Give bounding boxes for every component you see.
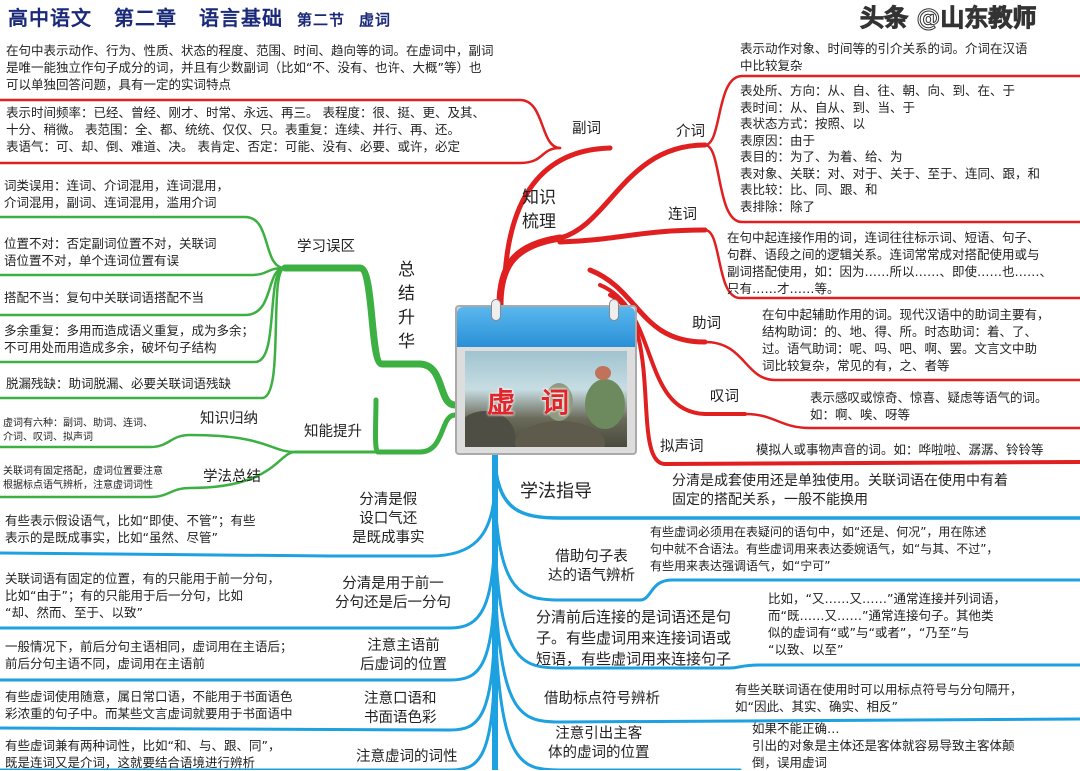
preposition-detail: 表处所、方向：从、自、往、朝、向、到、在、于 表时间：从、自从、到、当、于 表状… [740,83,1041,214]
node-onomatopoeia: 拟声词 [660,439,704,455]
mistake-item: 位置不对：否定副词位置不对，关联词 语位置不对，单个连词位置有误 [4,236,217,268]
guidance-right-line [493,463,1080,520]
conjunction-branch [557,227,708,245]
guidance-left-label: 注意虚词的词性 [356,749,458,765]
calendar-icon [457,307,635,347]
stone [515,421,605,447]
stone [545,383,573,421]
stone [585,379,625,429]
interjection-branch [598,283,747,416]
title-topic: 语言基础 [199,6,283,30]
mistake-item: 搭配不当：复句中关联词语搭配不当 [4,290,205,305]
guidance-right-text: 比如，“又……又……”通常连接并列词语， 而“既……又……”通常连接句子。其他类… [768,591,1006,657]
center-label: 虚词 [487,386,596,419]
mistake-line [0,215,287,270]
node-summary: 总 结 升 华 [398,260,415,352]
conjunction-line [703,228,1080,300]
guidance-right-label: 借助句子表 达的语气辨析 [548,549,635,584]
interjection-definition: 表示感叹或惊奇、惊喜、疑虑等语气的词。 如：啊、唉、呀等 [810,390,1048,422]
auxiliary-line [703,340,1080,382]
ability-trunk [373,397,458,455]
guidance-right-label: 分清前后连接的是词语还是句 子。有些虚词用来连接词语或 短语，有些虚词用来连接句… [536,608,732,668]
guidance-right-line [493,578,1080,724]
mistake-item: 词类误用：连词、介词混用，连词混用， 介词混用，副词、连词混用，滥用介词 [4,178,230,210]
guidance-right-text: 有些虚词必须用在表疑问的语句中，如“还是、何况”，用在陈述 句中就不合语法。有些… [650,525,999,573]
guidance-left-text: 有些表示假设语气，比如“即使、不管”；有些 表示的是既成事实，比如“虽然、尽管” [5,513,256,545]
auxiliary-branch [587,267,708,345]
guidance-right-text: 分清是成套使用还是单独使用。关联词语在使用中有着 固定的搭配关系，一般不能换用 [672,473,1008,508]
guidance-left-label: 分清是假 设口气还 是既成事实 [352,492,425,546]
page-title: 高中语文第二章语言基础第二节虚词 [8,2,391,31]
title-section: 第二节 [297,11,346,29]
guidance-right-line [493,498,1080,602]
title-name: 虚词 [359,11,392,29]
guidance-right-text: 如果不能正确… 引出的对象是主体还是客体就容易导致主客体颠 倒，误用虚词 [752,721,1015,770]
mistake-line [0,266,287,277]
title-chapter: 第二章 [114,6,177,30]
auxiliary-definition: 在句中起辅助作用的词。现代汉语中的助词主要有， 结构助词：的、地、得、所。时态助… [762,307,1050,373]
method-line [0,450,297,499]
node-adverb: 副词 [572,121,601,137]
title-subject: 高中语文 [8,6,92,30]
stones-image: 虚词 [465,351,627,447]
calendar-ring [491,299,501,321]
guidance-left-text: 关联词语有固定的位置，有的只能用于前一分句， 比如“由于”；有的只能用于后一分句… [5,571,281,620]
adverb-definition-line [0,98,562,150]
watermark: 头条 @山东教师 [859,4,1037,33]
induction-text: 虚词有六种：副词、助词、连词、 介词、叹词、拟声词 [3,418,153,443]
node-auxiliary: 助词 [692,316,721,332]
center-node-calendar: 虚词 [455,299,637,455]
calendar-ring [609,299,619,321]
guidance-left-text: 有些虚词使用随意，属日常口语，不能用于书面语色 彩浓重的句子中。而某些文言虚词就… [5,689,293,721]
adverb-branch [502,145,613,278]
induction-line [0,433,297,454]
knowledge-trunk [496,234,564,309]
guidance-right-text: 有些关联词语在使用时可以用标点符号与分句隔开， 如“因此、其实、确实、相反” [735,682,1023,714]
method-text: 关联词有固定搭配，虚词位置要注意 根据标点语气辨析，注意虚词词性 [3,466,163,491]
guidance-left-line [0,558,497,682]
preposition-definition: 表示动作对象、时间等的引介关系的词。介词在汉语 中比较复杂 [740,41,1028,73]
guidance-left-label: 注意口语和 书面语色彩 [364,691,437,726]
adverb-definition: 在句中表示动作、行为、性质、状态的程度、范围、时间、趋向等的词。在虚词中，副词 … [6,43,494,92]
summary-trunk [281,264,459,409]
mistake-item: 多余重复：多用而造成语义重复，成为多余； 不可用处而用造成多余，破坏句子结构 [4,323,255,355]
mistake-line [0,266,287,400]
adverb-detail: 表示时间频率：已经、曾经、刚才、时常、永远、再三。 表程度：很、挺、更、及其、 … [6,105,485,154]
stone [595,366,611,380]
node-preposition: 介词 [676,124,705,140]
node-guidance: 学法指导 [520,481,592,502]
green-branches [0,215,459,499]
preposition-definition-line [703,74,1080,147]
onomatopoeia-definition: 模拟人或事物声音的词。如：哗啦啦、潺潺、铃铃等 [756,442,1044,457]
guidance-right-label: 注意引出主客 体的虚词的位置 [548,726,650,761]
preposition-detail-line [703,143,1080,224]
node-interjection: 叹词 [710,389,739,405]
blue-branches [0,452,1080,770]
guidance-left-label: 分清是用于前一 分句还是后一分句 [335,576,451,611]
node-mistakes: 学习误区 [297,239,355,255]
adverb-detail-line [0,146,562,165]
guidance-left-text: 有些虚词兼有两种词性，比如“和、与、跟、同”， 既是连词又是介词，这就要结合语境… [5,738,281,770]
interjection-line [743,412,1080,430]
node-knowledge: 知识 梳理 [522,188,556,232]
guidance-right-line [493,538,1080,670]
node-induction: 知识归纳 [200,411,258,427]
guidance-left-line [0,478,497,558]
node-ability: 知能提升 [304,424,362,440]
guidance-left-label: 注意主语前 后虚词的位置 [360,638,447,673]
mistake-item: 脱漏残缺：助词脱漏、必要关联词语残缺 [6,376,232,391]
mistake-line [0,266,287,364]
guidance-right-label: 借助标点符号辨析 [544,691,660,707]
conjunction-definition: 在句中起连接作用的词，连词往往标示词、短语、句子、 句群、语段之间的逻辑关系。连… [727,230,1053,296]
node-method: 学法总结 [203,469,261,485]
node-conjunction: 连词 [668,207,697,223]
guidance-left-text: 一般情况下，前后分句主语相同，虚词用在主语后； 前后分句主语不同，虚词用在主语前 [5,639,293,671]
preposition-branch [557,142,708,241]
